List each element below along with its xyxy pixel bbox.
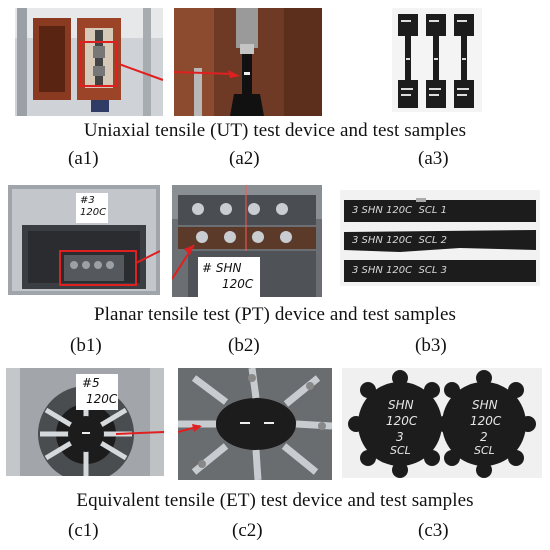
photo-c3-et-samples: SHN 120C 3 SCL SHN 120C 2 SCL	[342, 368, 542, 478]
label-b3: (b3)	[415, 335, 447, 356]
b3-strip-text-2: 3 SHN 120C SCL 2	[352, 235, 447, 246]
c3-disk1-text-4: SCL	[390, 444, 411, 457]
label-b1: (b1)	[70, 335, 102, 356]
photo-b3-pt-samples: 3 SHN 120C SCL 1 3 SHN 120C SCL 2 3 SHN …	[340, 190, 540, 286]
c1-tag-line1: #5	[82, 376, 100, 390]
label-c3: (c3)	[418, 520, 449, 541]
b1-tag-line2: 120C	[80, 207, 107, 218]
caption-row-c: Equivalent tensile (ET) test device and …	[76, 490, 474, 511]
c3-disk2-text-1: SHN	[472, 398, 498, 412]
photo-a2-ut-specimen-closeup	[174, 8, 322, 116]
b2-tag-line1: # SHN	[202, 261, 242, 275]
label-b2: (b2)	[228, 335, 260, 356]
photo-b2-pt-grips-closeup: # SHN 120C	[172, 185, 322, 297]
label-a3: (a3)	[418, 148, 449, 169]
caption-row-b: Planar tensile test (PT) device and test…	[93, 304, 456, 325]
label-a1: (a1)	[68, 148, 99, 169]
photo-b1-pt-device: #3 120C	[8, 185, 160, 295]
photo-a3-ut-samples	[392, 8, 482, 112]
c1-tag-line2: 120C	[86, 392, 118, 406]
photo-a1-ut-device	[15, 8, 163, 116]
c3-disk1-text-3: 3	[396, 430, 404, 444]
photo-c2-et-specimen-closeup	[178, 368, 332, 480]
b2-tag-line2: 120C	[222, 277, 254, 291]
label-a2: (a2)	[229, 148, 260, 169]
c3-disk1-text-2: 120C	[386, 414, 418, 428]
c3-disk2-text-4: SCL	[474, 444, 495, 457]
c3-disk2-text-2: 120C	[470, 414, 502, 428]
photo-c1-et-device: #5 120C	[6, 368, 164, 476]
b3-strip-text-1: 3 SHN 120C SCL 1	[352, 205, 447, 216]
b3-strip-text-3: 3 SHN 120C SCL 3	[352, 265, 447, 276]
caption-row-a: Uniaxial tensile (UT) test device and te…	[83, 120, 467, 141]
label-c2: (c2)	[232, 520, 263, 541]
c3-disk2-text-3: 2	[480, 430, 488, 444]
label-c1: (c1)	[68, 520, 99, 541]
c3-disk1-text-1: SHN	[388, 398, 414, 412]
b1-tag-line1: #3	[80, 195, 95, 206]
